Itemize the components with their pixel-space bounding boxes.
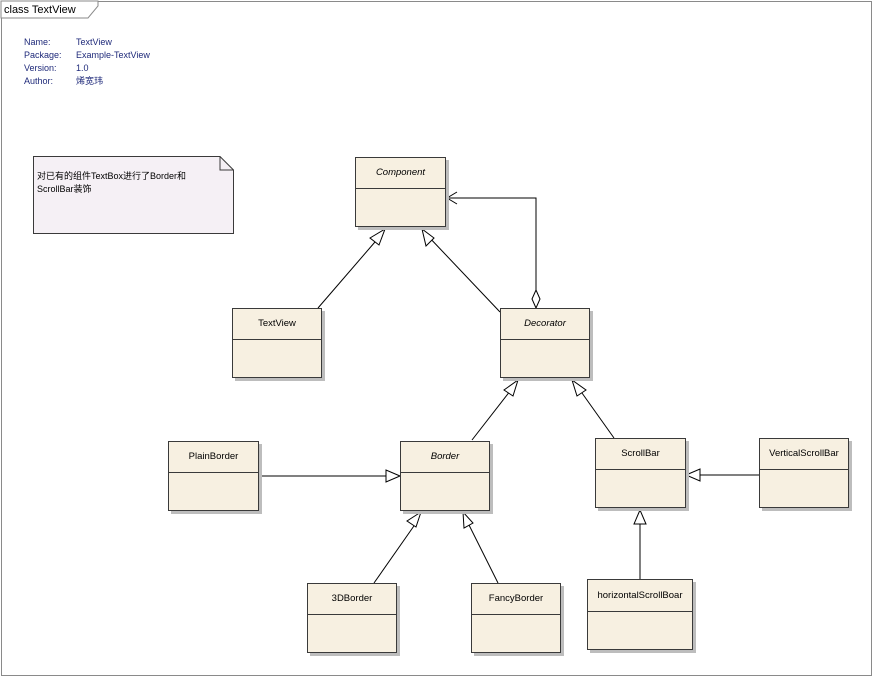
generalization-decorator-component (426, 234, 501, 313)
generalization-border-decorator (471, 385, 515, 441)
property-row-version: Version: 1.0 (24, 62, 150, 75)
note-shape[interactable] (33, 156, 234, 234)
class-name: 3DBorder (308, 584, 396, 615)
class-horizontalscrollbar[interactable]: horizontalScrollBoar (587, 579, 693, 650)
note-text: 对已有的组件TextBox进行了Border和ScrollBar装饰 (37, 171, 187, 194)
property-row-package: Package: Example-TextView (24, 49, 150, 62)
property-value: 烯宽玮 (76, 76, 104, 86)
aggregation-diamond (531, 288, 541, 310)
generalization-arrowhead (406, 510, 422, 528)
class-border[interactable]: Border (400, 441, 490, 511)
class-name: FancyBorder (472, 584, 560, 615)
property-value: 1.0 (76, 63, 89, 73)
frame-title-tab (0, 0, 99, 19)
frame-title: class TextView (4, 4, 76, 16)
generalization-arrowhead (633, 508, 647, 525)
generalization-fancyborder-border (467, 522, 499, 584)
diagram-properties: Name: TextView Package: Example-TextView… (24, 36, 150, 88)
property-value: TextView (76, 37, 112, 47)
aggregation-arrowhead (446, 191, 458, 205)
generalization-arrowhead (369, 227, 386, 246)
generalization-arrowhead (571, 378, 587, 397)
class-component[interactable]: Component (355, 157, 446, 227)
generalization-arrowhead (462, 510, 474, 529)
property-key: Name: (24, 37, 51, 47)
generalization-arrowhead (684, 468, 701, 482)
generalization-arrowhead (385, 469, 402, 483)
class-name: horizontalScrollBoar (588, 580, 692, 612)
property-value: Example-TextView (76, 50, 150, 60)
generalization-scrollbar-decorator (576, 385, 615, 439)
class-textview[interactable]: TextView (232, 308, 322, 378)
generalization-arrowhead (503, 378, 519, 397)
class-name: VerticalScrollBar (760, 439, 848, 470)
class-name: Component (356, 158, 445, 189)
property-row-name: Name: TextView (24, 36, 150, 49)
property-key: Package: (24, 50, 62, 60)
class-3dborder[interactable]: 3DBorder (307, 583, 397, 653)
aggregation-decorator-component (447, 197, 537, 290)
property-key: Version: (24, 63, 57, 73)
class-decorator[interactable]: Decorator (500, 308, 590, 378)
class-fancyborder[interactable]: FancyBorder (471, 583, 561, 653)
property-row-author: Author: 烯宽玮 (24, 75, 150, 88)
property-key: Author: (24, 76, 54, 86)
class-name: Border (401, 442, 489, 473)
class-plainborder[interactable]: PlainBorder (168, 441, 259, 511)
class-name: ScrollBar (596, 439, 685, 470)
class-name: TextView (233, 309, 321, 340)
generalization-3dborder-border (373, 522, 417, 584)
class-name: Decorator (501, 309, 589, 340)
class-name: PlainBorder (169, 442, 258, 473)
generalization-textview-component (317, 234, 382, 309)
class-verticalscrollbar[interactable]: VerticalScrollBar (759, 438, 849, 508)
class-scrollbar[interactable]: ScrollBar (595, 438, 686, 508)
generalization-arrowhead (421, 227, 435, 247)
